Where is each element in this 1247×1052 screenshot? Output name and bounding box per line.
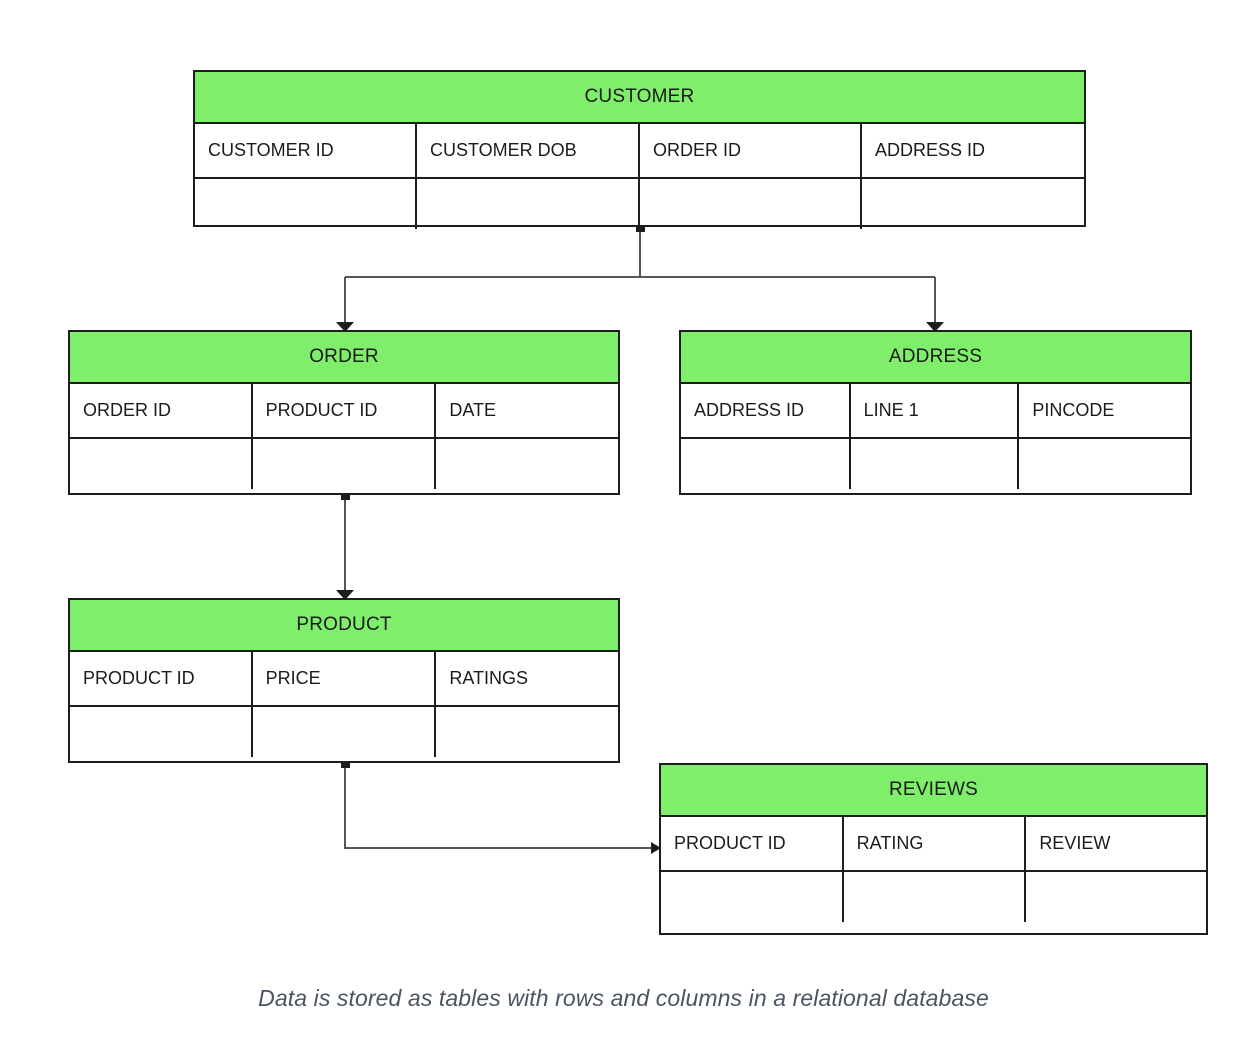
column-header-cell: RATINGS xyxy=(449,668,528,688)
column-header-cell: PINCODE xyxy=(1032,400,1115,420)
entity-title-customer: CUSTOMER xyxy=(195,72,1084,124)
entity-title-reviews: REVIEWS xyxy=(661,765,1206,817)
column-header-cell: PRODUCT ID xyxy=(661,817,844,870)
entity-title-order: ORDER xyxy=(70,332,618,384)
connector-customer-to-order-address xyxy=(336,223,944,332)
column-header-cell: ORDER ID xyxy=(640,124,862,177)
entity-title-product: PRODUCT xyxy=(70,600,618,652)
connector-order-to-product xyxy=(336,491,354,600)
column-header-cell: ORDER ID xyxy=(70,384,253,437)
entity-data-row xyxy=(70,707,618,757)
column-header-cell: ADDRESS ID xyxy=(875,140,986,160)
entity-title-address: ADDRESS xyxy=(681,332,1190,384)
entity-data-row xyxy=(70,439,618,489)
data-cell xyxy=(862,179,1084,229)
data-cell xyxy=(681,439,851,489)
connector-product-to-reviews xyxy=(341,759,661,854)
data-cell xyxy=(253,439,437,489)
data-cell xyxy=(1026,872,1206,922)
data-cell xyxy=(436,439,618,489)
data-cell xyxy=(844,872,1027,922)
diagram-caption: Data is stored as tables with rows and c… xyxy=(258,985,989,1011)
column-header-cell: PRICE xyxy=(253,652,437,705)
data-cell xyxy=(70,439,253,489)
data-cell xyxy=(436,707,618,757)
entity-data-row xyxy=(681,439,1190,489)
column-header-cell: ADDRESS ID xyxy=(681,384,851,437)
data-cell xyxy=(70,707,253,757)
column-header-cell: PRODUCT ID xyxy=(253,384,437,437)
column-header-cell: LINE 1 xyxy=(851,384,1020,437)
data-cell xyxy=(851,439,1020,489)
data-cell xyxy=(1019,439,1190,489)
column-header-cell: CUSTOMER DOB xyxy=(417,124,640,177)
column-header-cell: CUSTOMER ID xyxy=(195,124,417,177)
data-cell xyxy=(253,707,437,757)
entity-data-row xyxy=(661,872,1206,922)
column-header-cell: REVIEW xyxy=(1039,833,1111,853)
data-cell xyxy=(195,179,417,229)
column-header-cell: PRODUCT ID xyxy=(70,652,253,705)
data-cell xyxy=(417,179,640,229)
column-header-cell: DATE xyxy=(449,400,496,420)
data-cell xyxy=(640,179,862,229)
data-cell xyxy=(661,872,844,922)
entity-data-row xyxy=(195,179,1084,229)
column-header-cell: RATING xyxy=(844,817,1027,870)
